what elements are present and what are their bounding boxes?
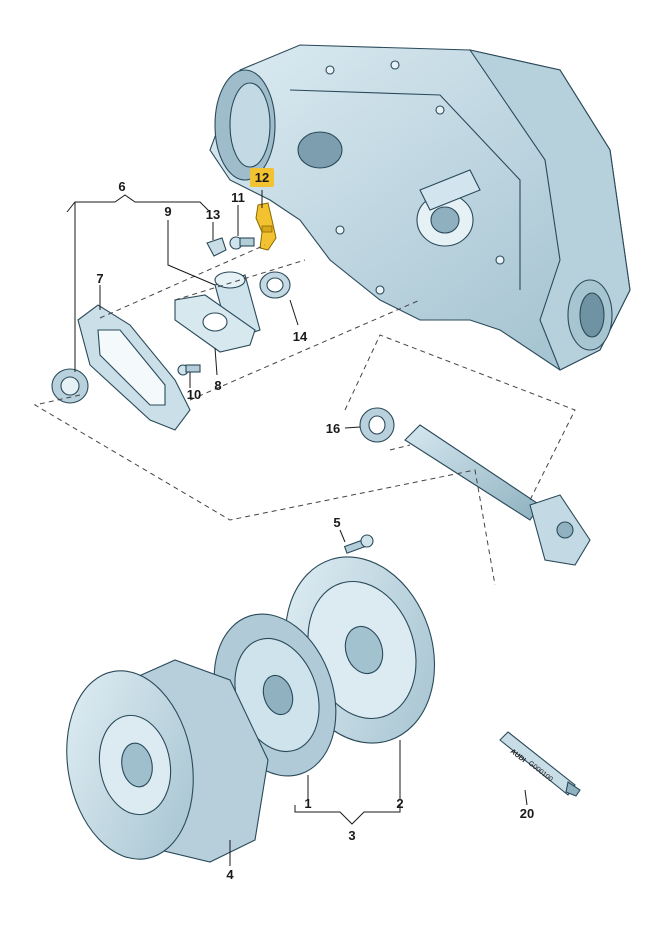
part-7-cover-plate[interactable] — [77, 304, 191, 431]
label-9: 9 — [164, 204, 171, 219]
assembly-dashed-lines — [33, 244, 576, 586]
label-5: 5 — [333, 515, 340, 530]
transmission-housing — [209, 44, 631, 371]
leader-lines — [66, 190, 528, 866]
label-12: 12 — [255, 170, 269, 185]
part-8-gasket[interactable] — [174, 294, 256, 353]
part-20-grease-tube[interactable]: AUDI G000100 — [499, 731, 581, 797]
part-16-seal[interactable] — [359, 407, 395, 443]
part-11-bolt[interactable] — [229, 236, 255, 250]
label-10: 10 — [187, 387, 201, 402]
part-14-seal[interactable] — [259, 271, 291, 299]
input-shaft[interactable] — [404, 424, 591, 566]
label-14: 14 — [293, 329, 308, 344]
label-7: 7 — [96, 271, 103, 286]
label-1: 1 — [304, 796, 311, 811]
part-10-screw[interactable] — [177, 364, 201, 376]
label-11: 11 — [231, 190, 245, 205]
label-3: 3 — [348, 828, 355, 843]
part-13-clip[interactable] — [206, 237, 227, 257]
part-4-flywheel[interactable] — [52, 659, 269, 869]
label-12-highlight — [250, 168, 274, 187]
label-2: 2 — [396, 796, 403, 811]
part-12-bracket[interactable] — [255, 202, 277, 251]
label-4: 4 — [226, 867, 234, 882]
part-6-seal-ring[interactable] — [51, 368, 89, 404]
label-16: 16 — [326, 421, 340, 436]
part-labels: 6 9 13 11 12 7 14 8 10 16 5 1 2 3 4 20 — [96, 168, 534, 882]
part-5-bolt[interactable] — [343, 534, 374, 554]
label-13: 13 — [206, 207, 220, 222]
label-6: 6 — [118, 179, 125, 194]
label-20: 20 — [520, 806, 534, 821]
label-8: 8 — [214, 378, 221, 393]
